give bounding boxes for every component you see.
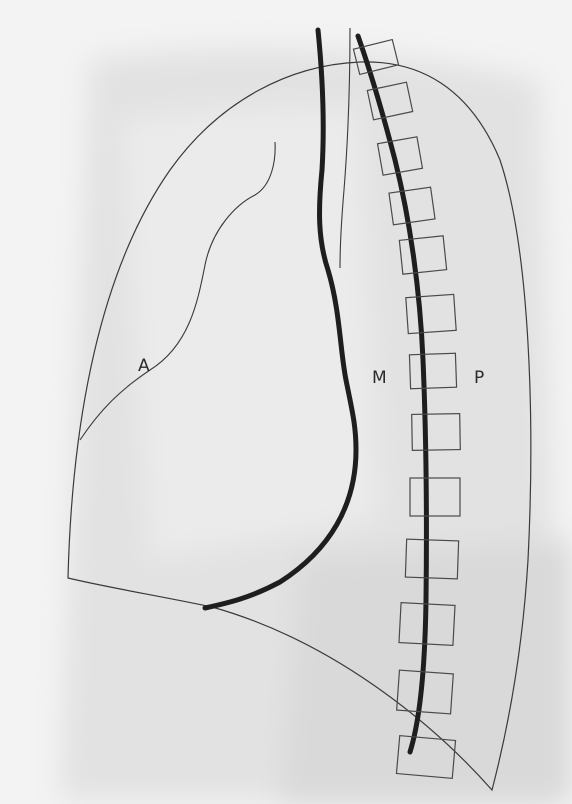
label-p: P <box>474 370 484 387</box>
line-a <box>80 142 275 440</box>
vertebrae <box>353 40 460 779</box>
vertebra <box>399 236 446 274</box>
lung-outline <box>68 62 531 790</box>
vertebra <box>405 539 458 579</box>
vertebra <box>406 294 456 333</box>
line-m <box>205 30 356 608</box>
vertebra <box>378 137 423 175</box>
vertebra <box>409 353 456 389</box>
label-m: M <box>372 370 387 387</box>
label-a: A <box>138 358 150 375</box>
vertebra <box>410 478 460 516</box>
line-p <box>358 36 426 752</box>
vertebra <box>412 414 461 451</box>
vertebra <box>389 187 435 225</box>
vertebra <box>396 736 455 779</box>
